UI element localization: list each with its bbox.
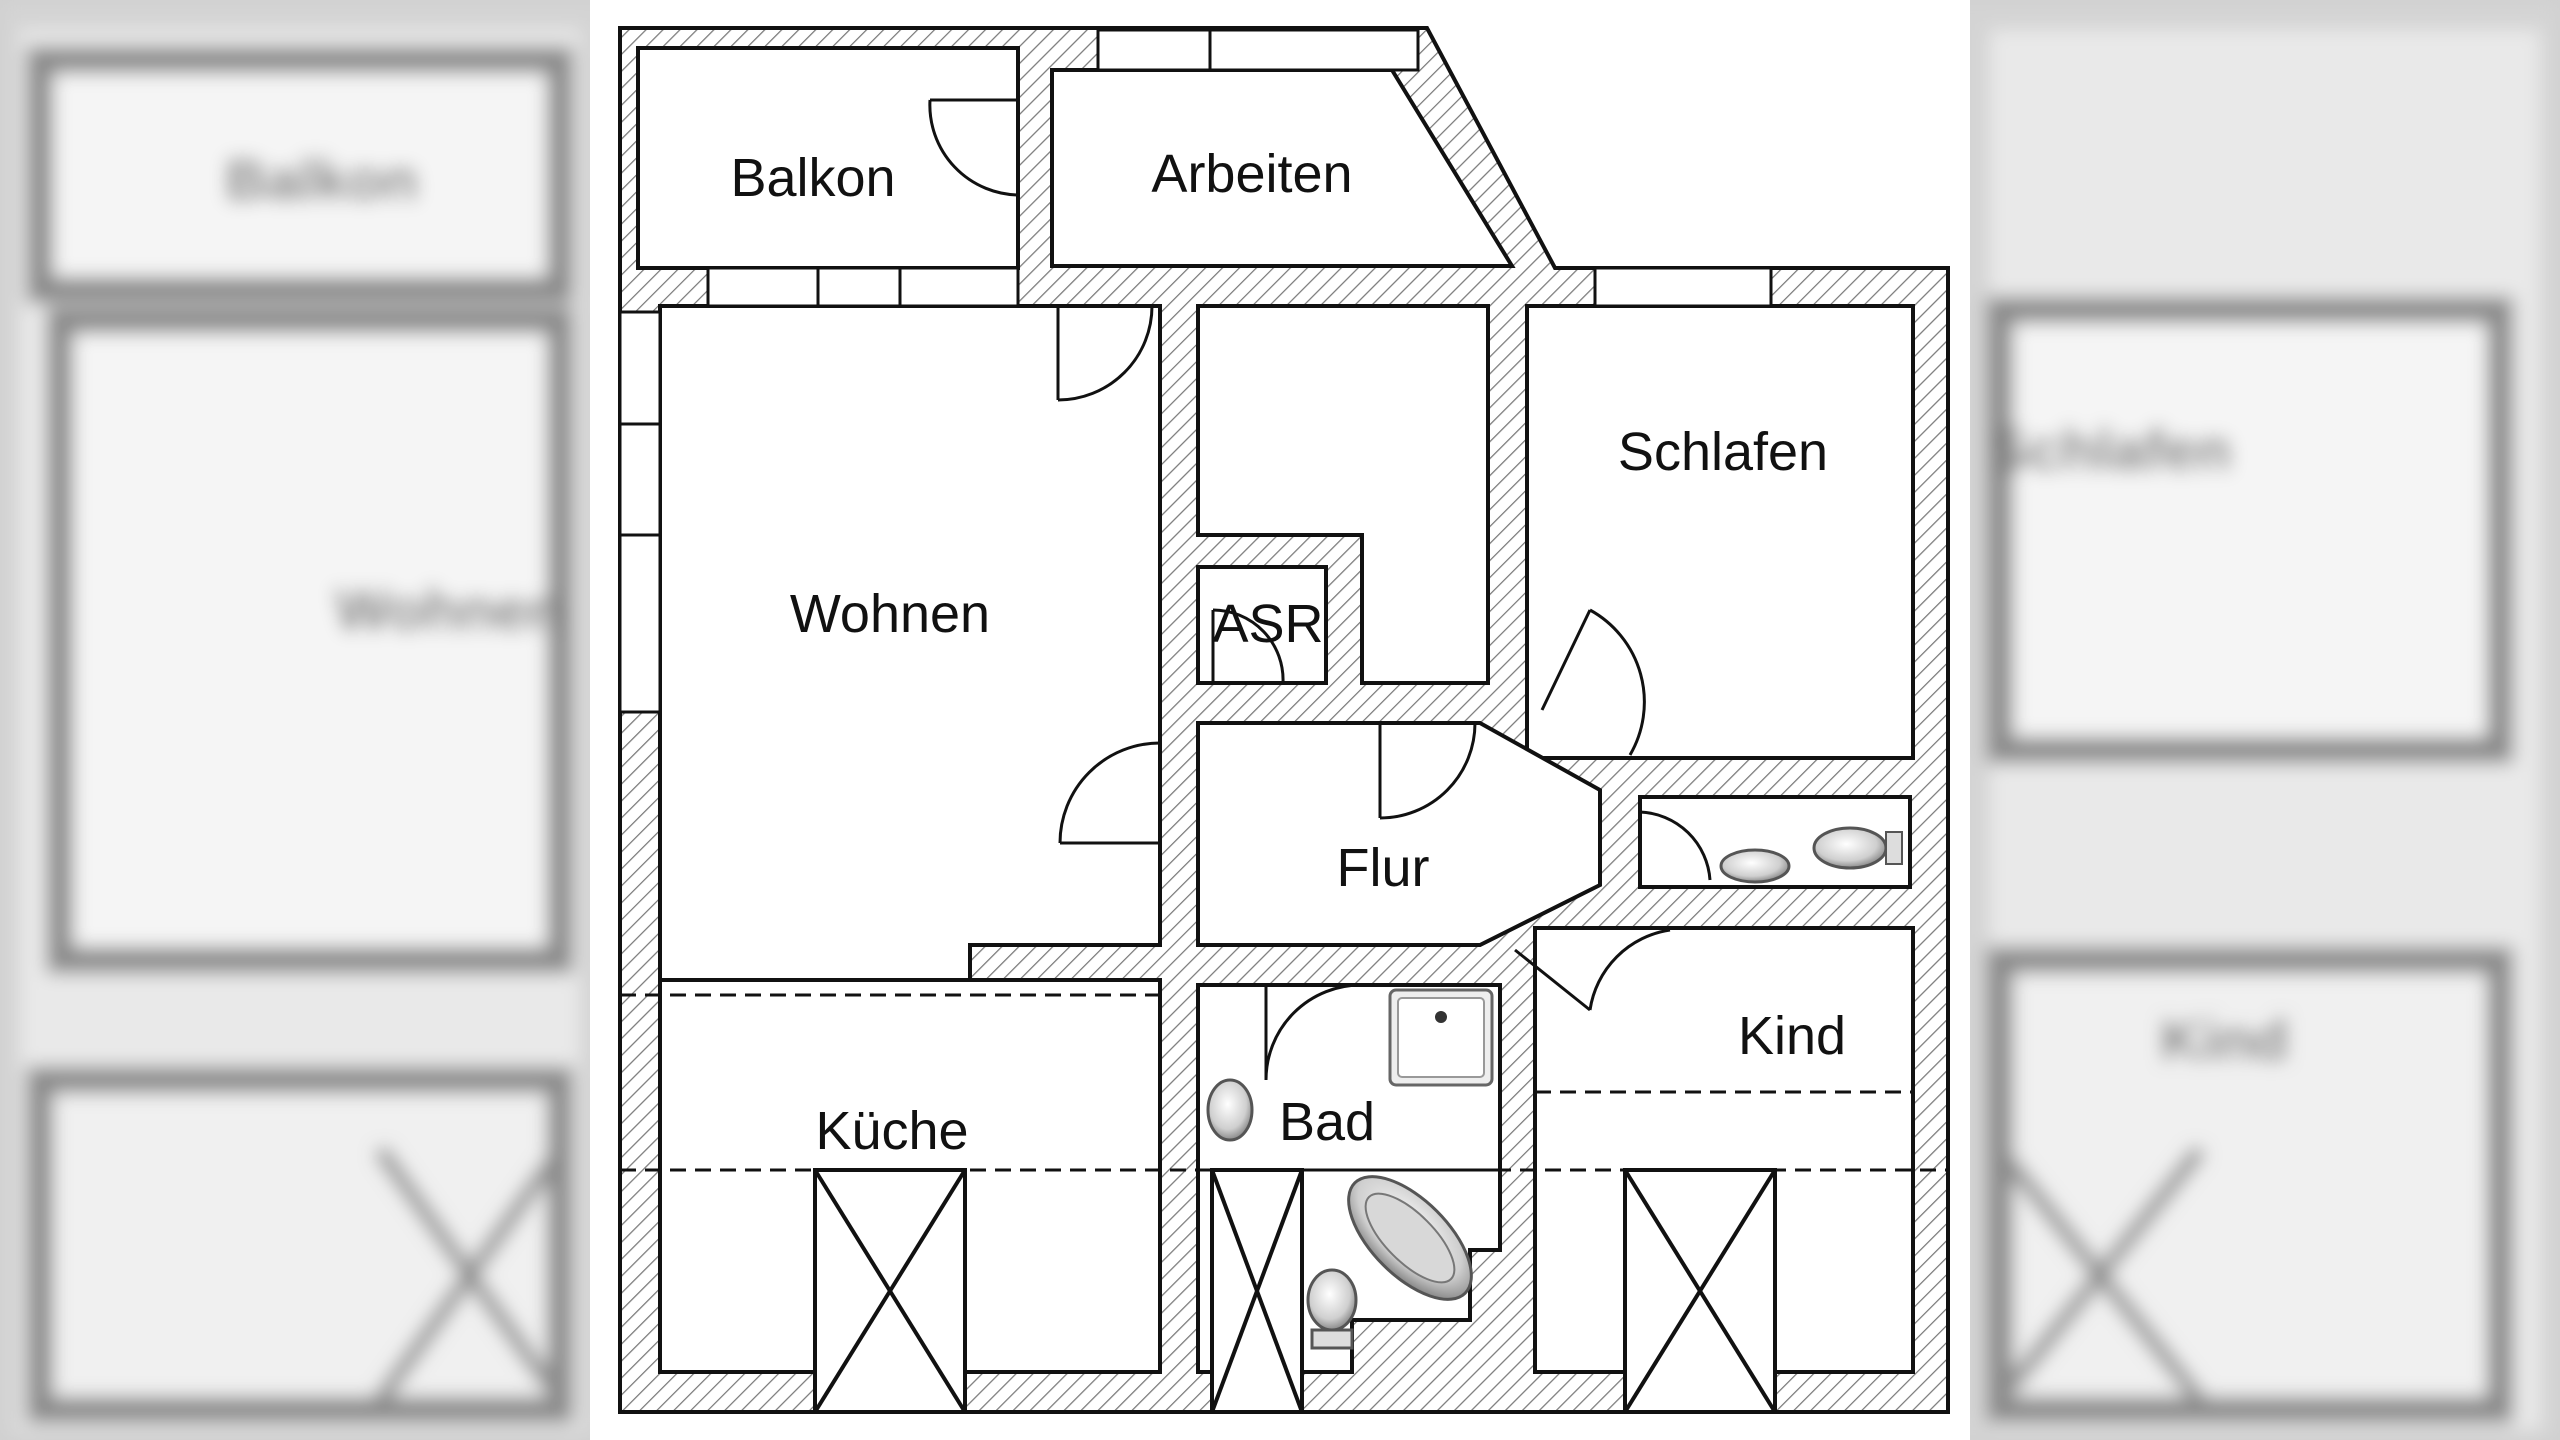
room-balkon <box>636 46 1020 270</box>
label-asr: ASR <box>1212 594 1323 654</box>
label-bad: Bad <box>1279 1092 1375 1152</box>
room-schlafen <box>1525 304 1915 760</box>
floor-plan-panel: Balkon Arbeiten Schlafen Wohnen ASR Flur… <box>590 0 1970 1440</box>
label-kueche: Küche <box>815 1101 968 1161</box>
label-balkon: Balkon <box>730 148 895 208</box>
shaft-kind <box>1623 1168 1777 1414</box>
label-schlafen: Schlafen <box>1618 422 1828 482</box>
label-flur: Flur <box>1337 838 1430 898</box>
room-labels: Balkon Arbeiten Schlafen Wohnen ASR Flur… <box>730 144 1846 1161</box>
blur-label-left-top: Balkon <box>225 148 418 213</box>
room-asr <box>1196 565 1328 685</box>
room-closet <box>1196 304 1490 685</box>
blur-label-left-mid: Wohnen <box>335 578 563 643</box>
room-flur <box>1196 721 1602 947</box>
toilet-icon-bad <box>1306 1268 1358 1350</box>
shower-tray-icon <box>1388 988 1494 1087</box>
floor-plan: Balkon Arbeiten Schlafen Wohnen ASR Flur… <box>618 26 1950 1414</box>
toilet-icon-wc <box>1812 826 1903 870</box>
windows <box>618 28 1773 714</box>
label-kind: Kind <box>1738 1006 1846 1066</box>
blur-label-right-mid: Kind <box>2160 1008 2289 1073</box>
sink-icon-bad <box>1206 1078 1254 1142</box>
bathtub-icon <box>1347 1175 1473 1301</box>
label-arbeiten: Arbeiten <box>1151 144 1352 204</box>
blur-label-right-top: Schlafen <box>1990 418 2232 483</box>
shaft-bad <box>1210 1168 1304 1414</box>
label-wohnen: Wohnen <box>790 584 990 644</box>
shaft-kueche <box>813 1168 967 1414</box>
doors <box>928 98 1712 1081</box>
sink-icon-wc <box>1719 848 1791 884</box>
